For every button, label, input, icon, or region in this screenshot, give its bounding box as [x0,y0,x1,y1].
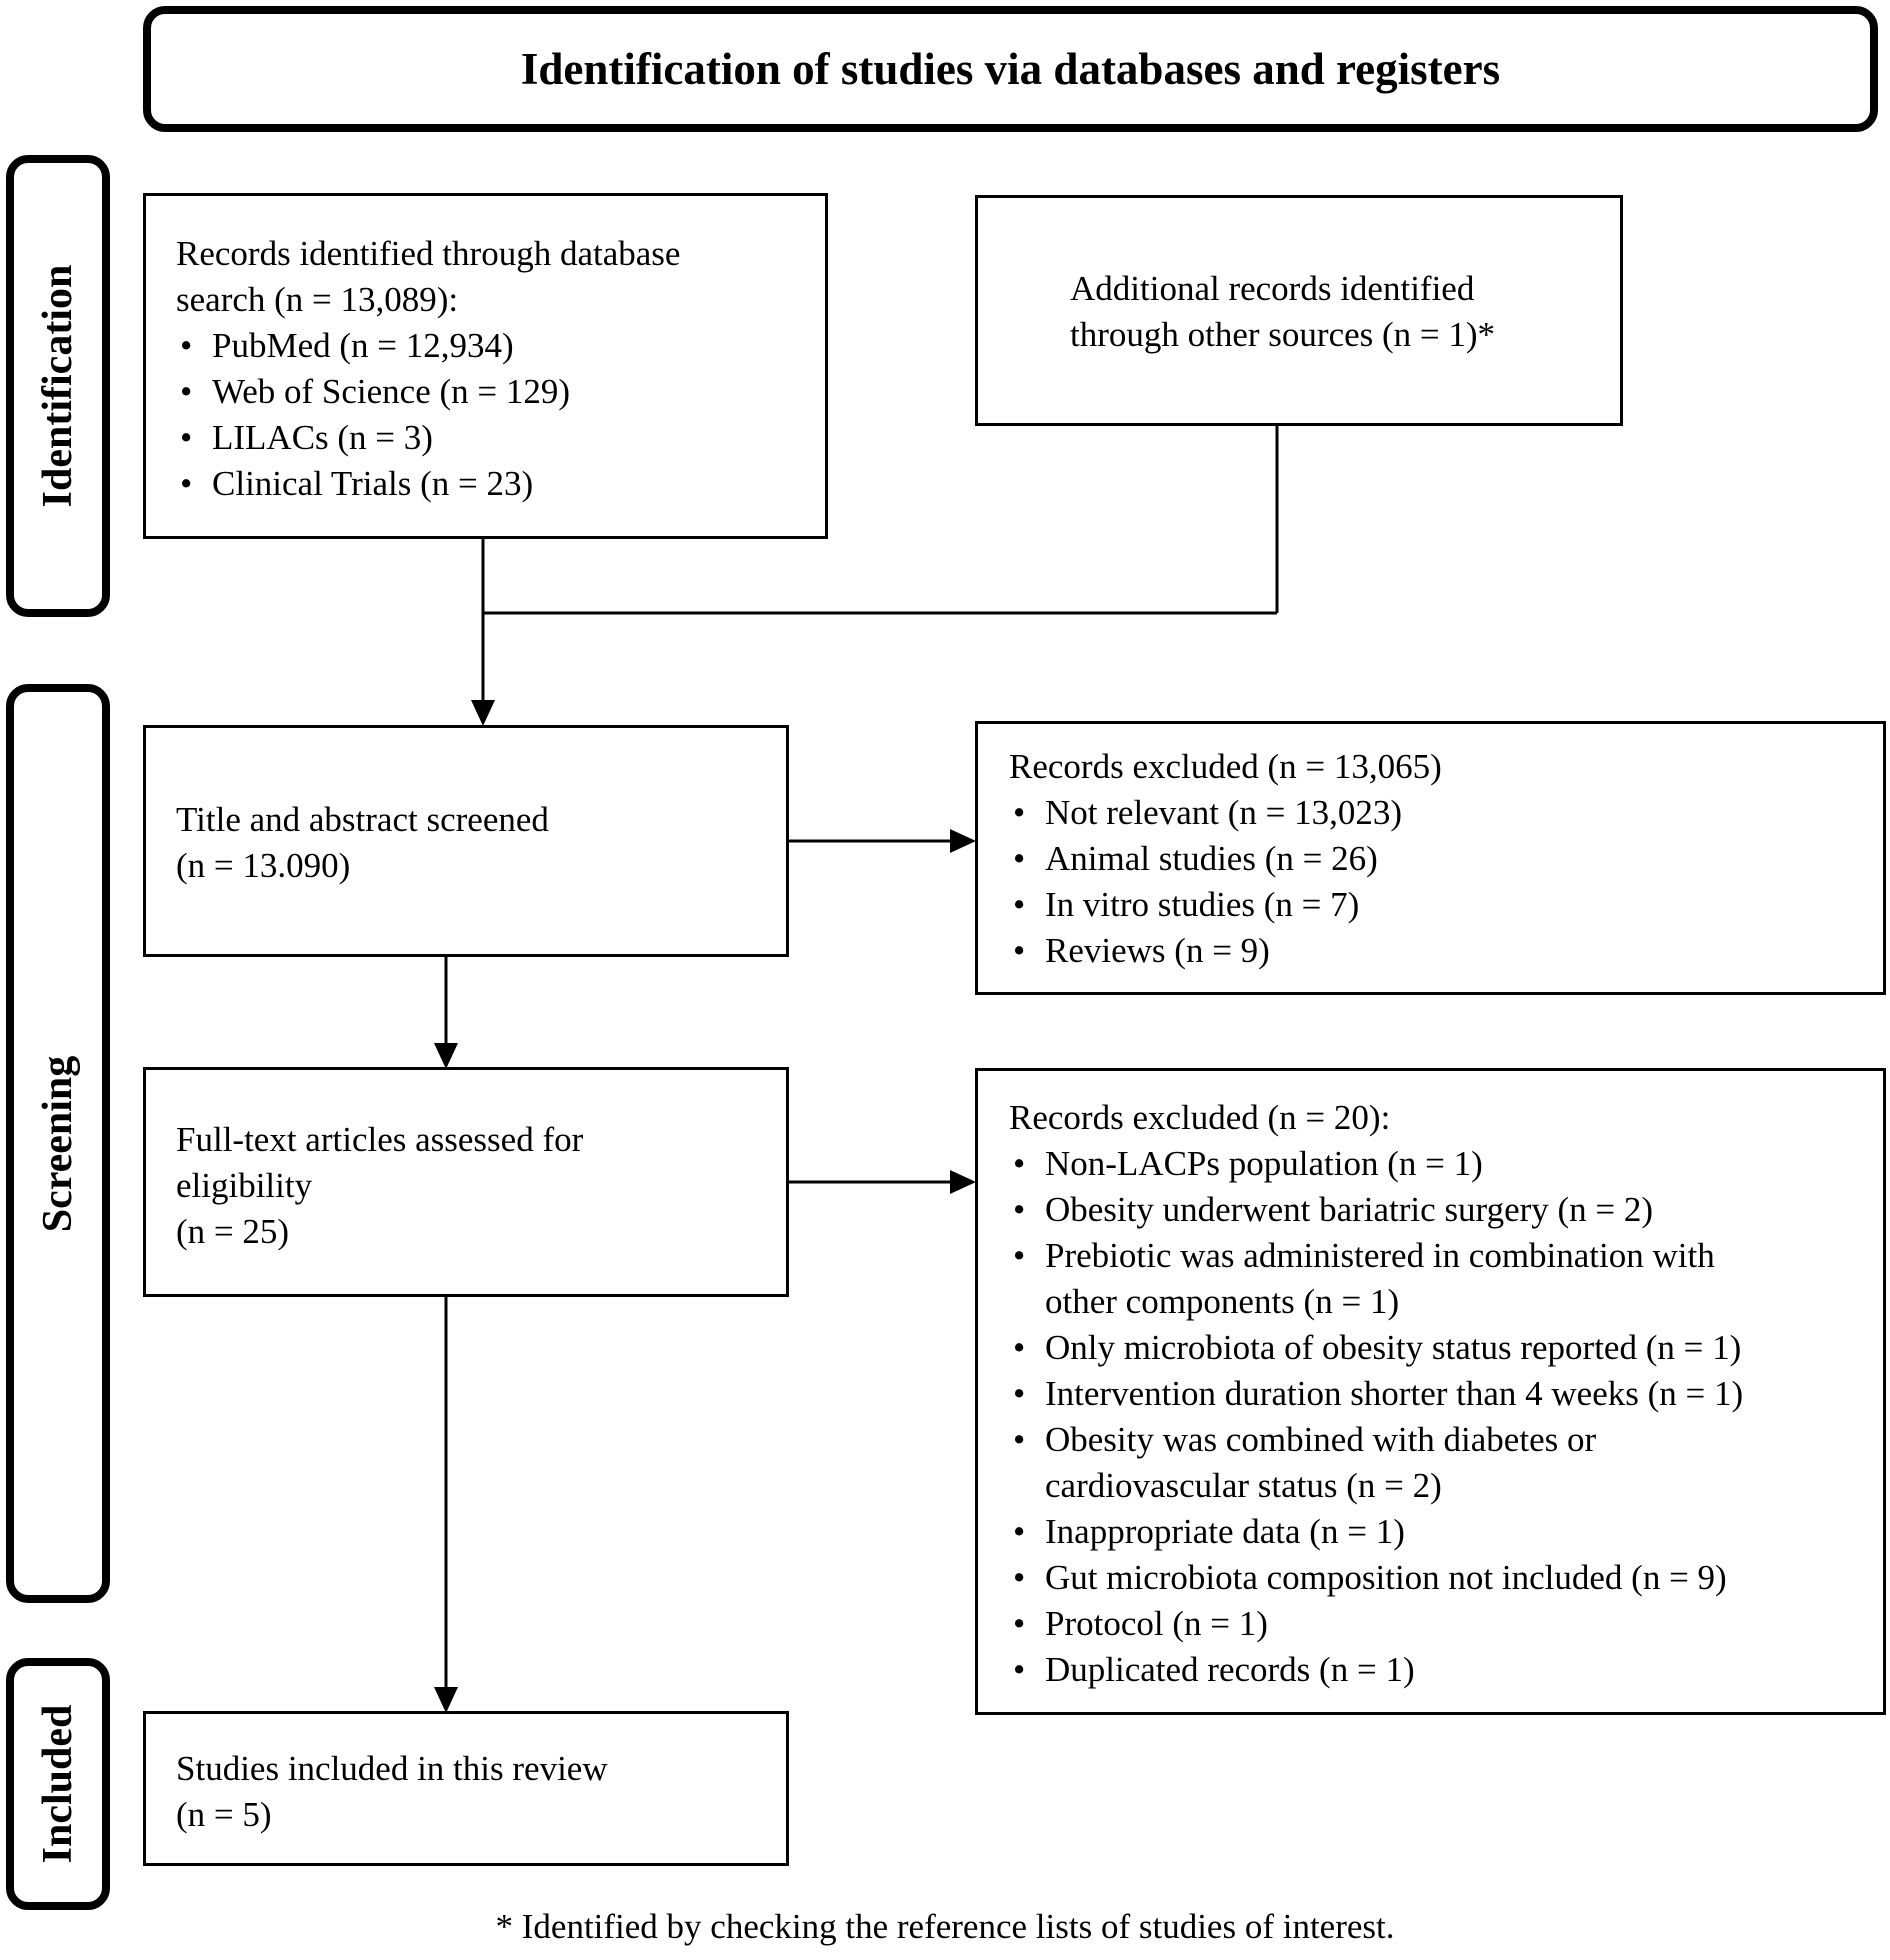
other-sources-text: Additional records identified through ot… [1070,266,1495,358]
exclusion-reason-item: Inappropriate data (n = 1) [1009,1509,1859,1555]
exclusion-reason-item: Reviews (n = 9) [1009,928,1442,974]
exclusion-reason-item: Only microbiota of obesity status report… [1009,1325,1859,1371]
exclusion-reason-item: Animal studies (n = 26) [1009,836,1442,882]
title-abstract-line2: (n = 13.090) [176,846,351,885]
phase-identification: Identification [6,155,110,617]
footnote: * Identified by checking the reference l… [495,1907,1395,1946]
full-text-text: Full-text articles assessed for eligibil… [176,1117,583,1255]
exclusion-reason-item: Protocol (n = 1) [1009,1601,1859,1647]
included-studies-box [143,1711,789,1866]
excluded-records-text-1: Records excluded (n = 13,065) Not releva… [1009,744,1442,974]
other-sources-line1: Additional records identified [1070,269,1475,308]
included-studies-line2: (n = 5) [176,1795,272,1834]
full-text-line1: Full-text articles assessed for [176,1120,584,1159]
arrowhead-included [434,1687,458,1713]
other-sources-line2: through other sources (n = 1)* [1070,315,1496,354]
database-source-list: PubMed (n = 12,934) Web of Science (n = … [176,323,680,507]
phase-included: Included [6,1658,110,1910]
included-studies-text: Studies included in this review (n = 5) [176,1746,608,1838]
exclusion-reason-item: Obesity underwent bariatric surgery (n =… [1009,1187,1859,1233]
title-abstract-text: Title and abstract screened (n = 13.090) [176,797,549,889]
exclusion-reason-item: Prebiotic was administered in combinatio… [1009,1233,1785,1325]
arrowhead-excluded-1 [950,829,976,853]
title-abstract-box [143,725,789,957]
database-search-line1: Records identified through database [176,234,681,273]
exclusion-reason-item: Intervention duration shorter than 4 wee… [1009,1371,1859,1417]
arrowhead-excluded-2 [950,1170,976,1194]
excluded-records-heading-2: Records excluded (n = 20): [1009,1098,1391,1137]
exclusion-reason-item: Duplicated records (n = 1) [1009,1647,1859,1693]
diagram-title-box: Identification of studies via databases … [143,6,1878,132]
excluded-records-heading-1: Records excluded (n = 13,065) [1009,747,1442,786]
exclusion-reason-item: Obesity was combined with diabetes or ca… [1009,1417,1685,1509]
database-source-item: Clinical Trials (n = 23) [176,461,680,507]
database-search-line2: search (n = 13,089): [176,280,459,319]
database-source-item: Web of Science (n = 129) [176,369,680,415]
phase-screening-label: Screening [35,1055,81,1232]
full-text-box [143,1067,789,1297]
full-text-line2: eligibility [176,1166,313,1205]
phase-screening: Screening [6,684,110,1603]
database-source-item: LILACs (n = 3) [176,415,680,461]
excluded-reasons-list-2: Non-LACPs population (n = 1) Obesity und… [1009,1141,1859,1693]
included-studies-line1: Studies included in this review [176,1749,608,1788]
excluded-records-text-2: Records excluded (n = 20): Non-LACPs pop… [1009,1095,1859,1693]
full-text-line3: (n = 25) [176,1212,290,1251]
exclusion-reason-item: Not relevant (n = 13,023) [1009,790,1442,836]
phase-identification-label: Identification [35,264,81,508]
database-source-item: PubMed (n = 12,934) [176,323,680,369]
arrowhead-title-abstract [471,700,495,726]
diagram-title: Identification of studies via databases … [520,44,1501,94]
database-search-text: Records identified through database sear… [176,231,680,507]
other-sources-box [975,195,1623,426]
excluded-reasons-list-1: Not relevant (n = 13,023) Animal studies… [1009,790,1442,974]
title-abstract-line1: Title and abstract screened [176,800,549,839]
exclusion-reason-item: Non-LACPs population (n = 1) [1009,1141,1859,1187]
arrowhead-full-text [434,1043,458,1069]
exclusion-reason-item: In vitro studies (n = 7) [1009,882,1442,928]
phase-included-label: Included [35,1704,81,1864]
exclusion-reason-item: Gut microbiota composition not included … [1009,1555,1859,1601]
